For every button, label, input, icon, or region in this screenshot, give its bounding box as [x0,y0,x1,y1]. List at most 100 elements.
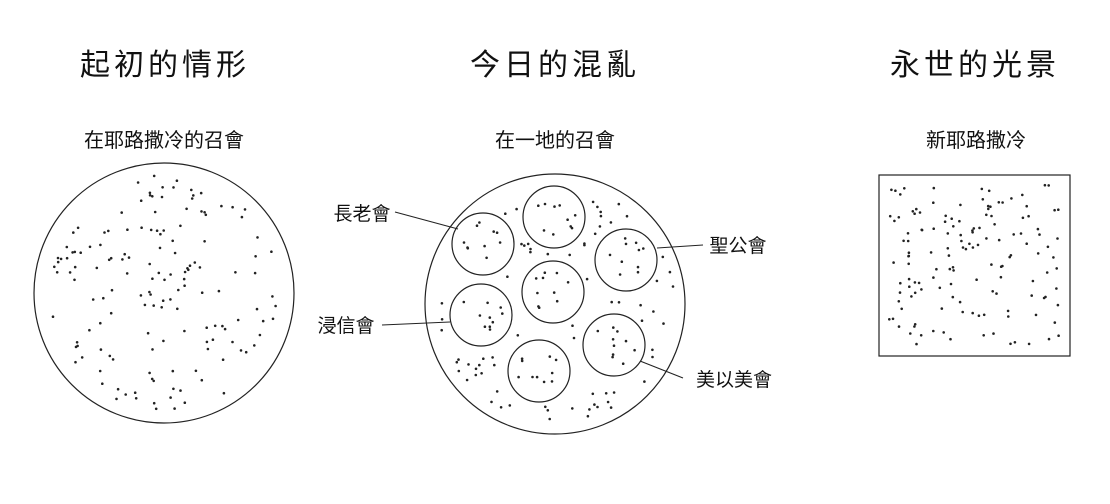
dot [913,281,917,284]
dot [490,400,493,404]
dot [908,285,911,289]
dot [1025,204,1028,208]
dot [636,270,640,274]
dot [482,357,485,361]
dot [73,278,76,282]
dot [1019,232,1023,235]
dot [1034,313,1038,317]
dot [153,210,157,214]
dot [99,243,102,247]
dot [148,371,151,375]
dot [624,339,628,343]
dot [116,387,120,391]
methodist-circle [582,313,646,377]
dot [604,392,608,395]
dot [550,371,554,375]
dot [640,319,644,323]
dot [198,266,202,269]
panel-2-subtitle: 在一地的召會 [495,128,615,152]
dot [176,307,179,311]
dot [76,226,80,230]
panel-1-title: 起初的情形 [80,48,250,83]
dot [634,241,638,245]
dot [56,256,60,260]
dot [986,204,990,208]
new-jerusalem-dots [888,183,1060,346]
dot [599,210,602,214]
dot [618,273,622,276]
dot [591,392,595,396]
dot [918,211,922,214]
dot [115,397,118,401]
baptist-leader [381,321,451,326]
dot [76,344,79,348]
presbyterian-leader [394,211,459,230]
dot [159,232,162,236]
dot [190,197,194,200]
dot [1057,208,1060,211]
dot [495,390,499,393]
dot [1021,216,1025,220]
dot [651,348,654,352]
dot [964,247,968,251]
dot [109,256,113,260]
dot [1030,294,1033,297]
dot [929,251,933,254]
sect-dots [462,202,645,384]
dot [652,310,655,313]
dot [485,256,488,260]
dot [478,363,481,367]
dot [958,219,961,223]
dot [997,201,1001,204]
dot [475,224,479,227]
dot [1053,321,1057,324]
new-jerusalem-square [878,174,1071,357]
dot [891,317,895,321]
dot [220,204,223,208]
locality-church-dots [440,200,675,421]
dot [192,194,195,197]
dot [911,210,915,213]
dot [951,266,955,269]
dot [554,358,558,362]
dot [75,341,79,344]
dot [593,403,596,406]
dot [537,306,541,310]
presbyterian-circle [451,212,515,276]
dot [193,261,197,264]
dot [183,401,187,405]
dot [253,344,256,347]
dot [596,405,599,409]
dot [205,326,208,330]
dot [440,318,444,321]
dot [465,378,469,382]
dot [134,397,138,400]
original-church-circle [33,162,295,424]
dot [544,405,547,409]
dot [920,228,923,232]
dot [1047,184,1050,187]
label-presbyterian: 長老會 [333,203,390,225]
dot [161,186,164,189]
dot [194,369,198,373]
dot [243,208,247,211]
dot [548,417,551,421]
dot [913,323,917,326]
dot [985,237,988,240]
dot [932,329,935,333]
dot [971,229,974,232]
dot [975,278,978,282]
dot [499,306,503,309]
dot [599,214,603,218]
dot [529,247,532,251]
dot [478,314,482,317]
dot [179,389,182,392]
dot [206,347,210,351]
dot [932,276,935,279]
dot [643,380,646,383]
dot [271,295,274,298]
dot [211,338,215,342]
dot [231,205,234,209]
dot [536,291,539,295]
